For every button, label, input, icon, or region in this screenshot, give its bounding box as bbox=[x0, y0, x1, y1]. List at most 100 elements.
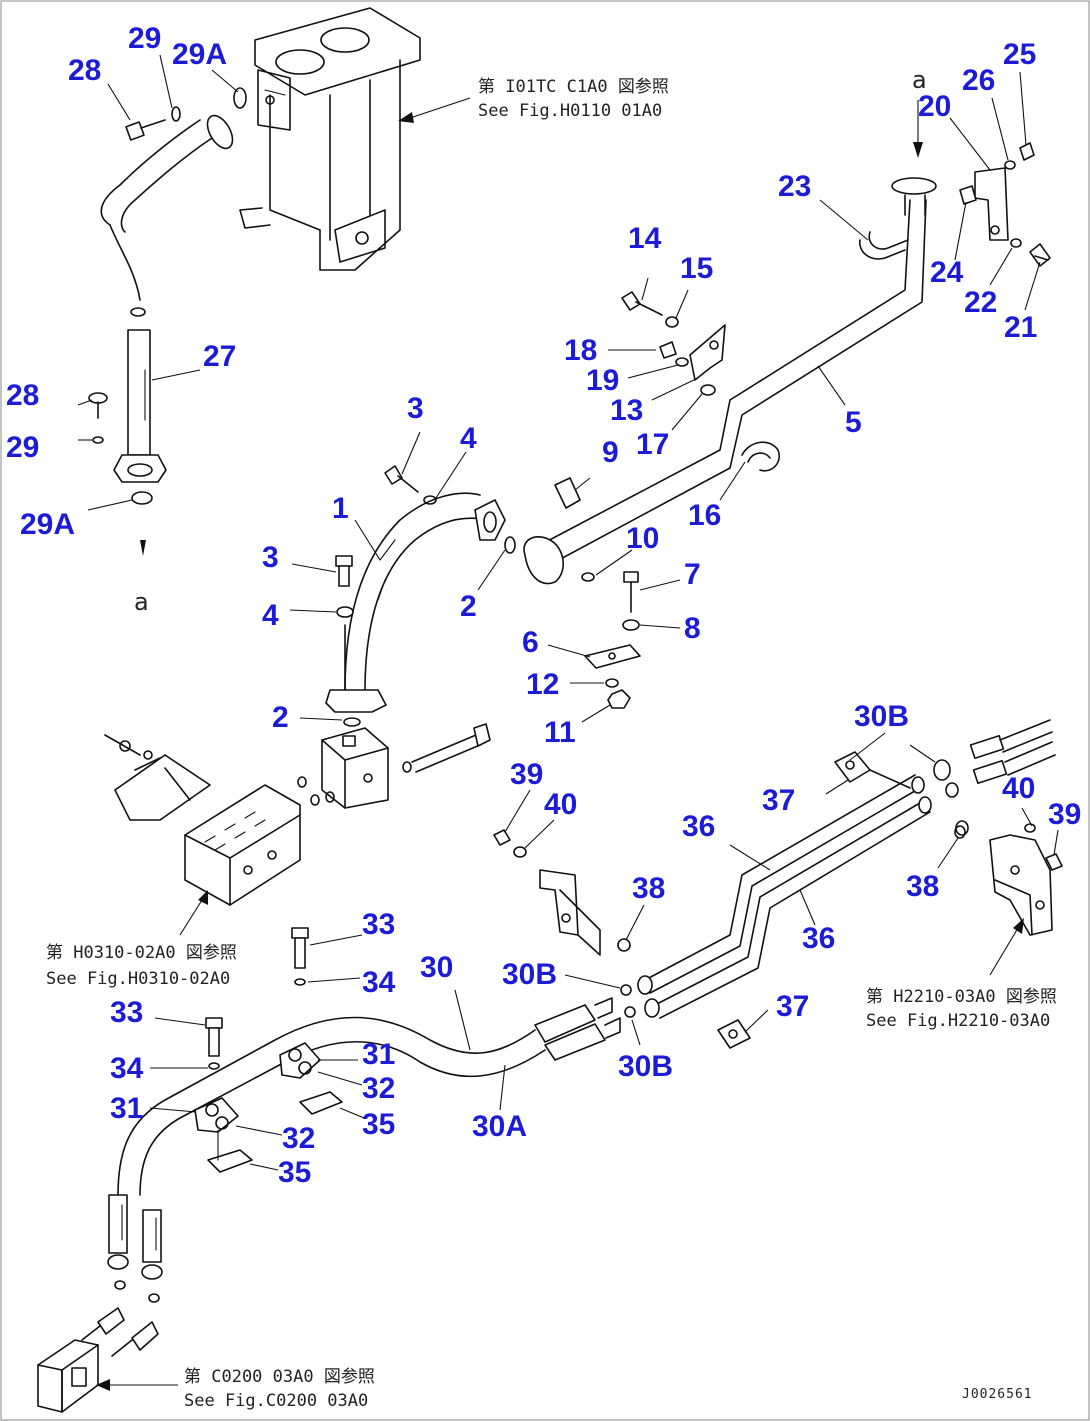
bolt-3-upper bbox=[384, 465, 437, 505]
label-39-left: 39 bbox=[510, 758, 543, 791]
label-36-upper: 36 bbox=[682, 810, 715, 843]
document-id: J0026561 bbox=[962, 1387, 1033, 1402]
bracket-left-38 bbox=[493, 829, 631, 956]
label-5: 5 bbox=[845, 406, 862, 439]
label-33-upper: 33 bbox=[362, 908, 395, 941]
label-13: 13 bbox=[610, 394, 643, 427]
label-26: 26 bbox=[962, 64, 995, 97]
ref-valve-jp: 第 H0310-02A0 図参照 bbox=[46, 943, 237, 963]
label-4-lower: 4 bbox=[262, 599, 279, 632]
bolt-21 bbox=[1010, 238, 1051, 267]
label-40-left: 40 bbox=[544, 788, 577, 821]
label-4: 4 bbox=[460, 422, 477, 455]
label-20: 20 bbox=[918, 90, 951, 123]
control-valve bbox=[104, 734, 301, 906]
label-31-right: 31 bbox=[362, 1038, 395, 1071]
label-25: 25 bbox=[1003, 38, 1036, 71]
label-37-lower: 37 bbox=[776, 990, 809, 1023]
label-39-right: 39 bbox=[1048, 798, 1081, 831]
label-33-lower: 33 bbox=[110, 996, 143, 1029]
label-38-right: 38 bbox=[906, 870, 939, 903]
label-3-lower: 3 bbox=[262, 541, 279, 574]
clamp-23 bbox=[859, 231, 909, 260]
bolt-33-upper bbox=[291, 927, 309, 986]
connection-label-a-right: a bbox=[912, 66, 927, 94]
label-29: 29 bbox=[128, 22, 161, 55]
ref-top-en: See Fig.H0110 01A0 bbox=[478, 101, 662, 121]
label-17: 17 bbox=[636, 428, 669, 461]
label-30b-left: 30B bbox=[502, 958, 557, 991]
label-40-right: 40 bbox=[1002, 772, 1035, 805]
bracket-20 bbox=[959, 142, 1035, 241]
label-7: 7 bbox=[684, 558, 701, 591]
label-28-lower: 28 bbox=[6, 379, 39, 412]
ref-top-jp: 第 I01TC C1A0 図参照 bbox=[478, 77, 669, 97]
label-31-left: 31 bbox=[110, 1092, 143, 1125]
ref-bracket-jp: 第 H2210-03A0 図参照 bbox=[866, 987, 1057, 1007]
label-12: 12 bbox=[526, 668, 559, 701]
label-11: 11 bbox=[544, 716, 576, 749]
reference-arrows bbox=[96, 97, 1024, 1391]
clamp-31-right bbox=[279, 1042, 321, 1079]
label-27: 27 bbox=[203, 340, 236, 373]
label-23: 23 bbox=[778, 170, 811, 203]
label-21: 21 bbox=[1004, 311, 1037, 344]
label-9: 9 bbox=[602, 436, 619, 469]
label-37-upper: 37 bbox=[762, 784, 795, 817]
pipe-30 bbox=[117, 997, 621, 1196]
label-30a: 30A bbox=[472, 1110, 527, 1143]
bracket-right-38 bbox=[955, 820, 1063, 936]
bolt-3-lower bbox=[335, 555, 354, 618]
reference-notes: 第 I01TC C1A0 図参照 See Fig.H0110 01A0 第 H0… bbox=[46, 77, 1057, 1411]
connection-arrow-left: a bbox=[134, 540, 149, 616]
bolt-28-lower bbox=[88, 392, 108, 444]
label-38-left: 38 bbox=[632, 872, 665, 905]
hydraulic-tank bbox=[239, 7, 421, 271]
label-35-left: 35 bbox=[278, 1156, 311, 1189]
bottom-connector bbox=[37, 1339, 99, 1413]
label-34-lower: 34 bbox=[110, 1052, 144, 1085]
label-22: 22 bbox=[964, 286, 997, 319]
label-14: 14 bbox=[628, 222, 662, 255]
label-15: 15 bbox=[680, 252, 713, 285]
pipe-36 bbox=[620, 774, 932, 1019]
pipe-1 bbox=[325, 492, 516, 713]
label-30b-lower: 30B bbox=[618, 1050, 673, 1083]
label-18: 18 bbox=[564, 334, 597, 367]
bracket-13 bbox=[621, 291, 726, 396]
label-32-right: 32 bbox=[362, 1072, 395, 1105]
part-number-labels: 28 29 29A 27 28 29 29A 1 3 4 3 4 2 2 9 1… bbox=[6, 22, 1081, 1189]
fittings-30B-upper-right bbox=[933, 719, 1056, 798]
label-1: 1 bbox=[332, 492, 349, 525]
clamp-16 bbox=[741, 441, 780, 472]
label-29-lower: 29 bbox=[6, 431, 39, 464]
pipe-27 bbox=[100, 114, 234, 505]
bolt-33-lower bbox=[205, 1017, 223, 1070]
bracket-6 bbox=[554, 477, 641, 709]
clamp-31-left bbox=[194, 1097, 239, 1133]
o-ring-2-lower bbox=[343, 717, 361, 727]
label-35-right: 35 bbox=[362, 1108, 395, 1141]
clamp-37-upper bbox=[834, 751, 911, 789]
connection-arrow-right: a bbox=[912, 66, 927, 158]
label-36-lower: 36 bbox=[802, 922, 835, 955]
label-10: 10 bbox=[626, 522, 659, 555]
clamp-37-lower bbox=[717, 1019, 751, 1049]
o-ring-38-right bbox=[954, 825, 966, 839]
pipe-30-lower-ends bbox=[81, 1194, 163, 1357]
label-3: 3 bbox=[407, 392, 424, 425]
bolt-28-top bbox=[125, 87, 247, 141]
ref-valve-en: See Fig.H0310-02A0 bbox=[46, 969, 230, 989]
label-16: 16 bbox=[688, 499, 721, 532]
label-34-upper: 34 bbox=[362, 966, 396, 999]
label-32-left: 32 bbox=[282, 1122, 315, 1155]
label-30b-upper: 30B bbox=[854, 700, 909, 733]
label-29a-lower: 29A bbox=[20, 508, 75, 541]
label-30: 30 bbox=[420, 951, 453, 984]
pipe-5 bbox=[523, 177, 937, 585]
label-8: 8 bbox=[684, 612, 701, 645]
label-2-lower: 2 bbox=[272, 701, 289, 734]
label-2: 2 bbox=[460, 590, 477, 623]
